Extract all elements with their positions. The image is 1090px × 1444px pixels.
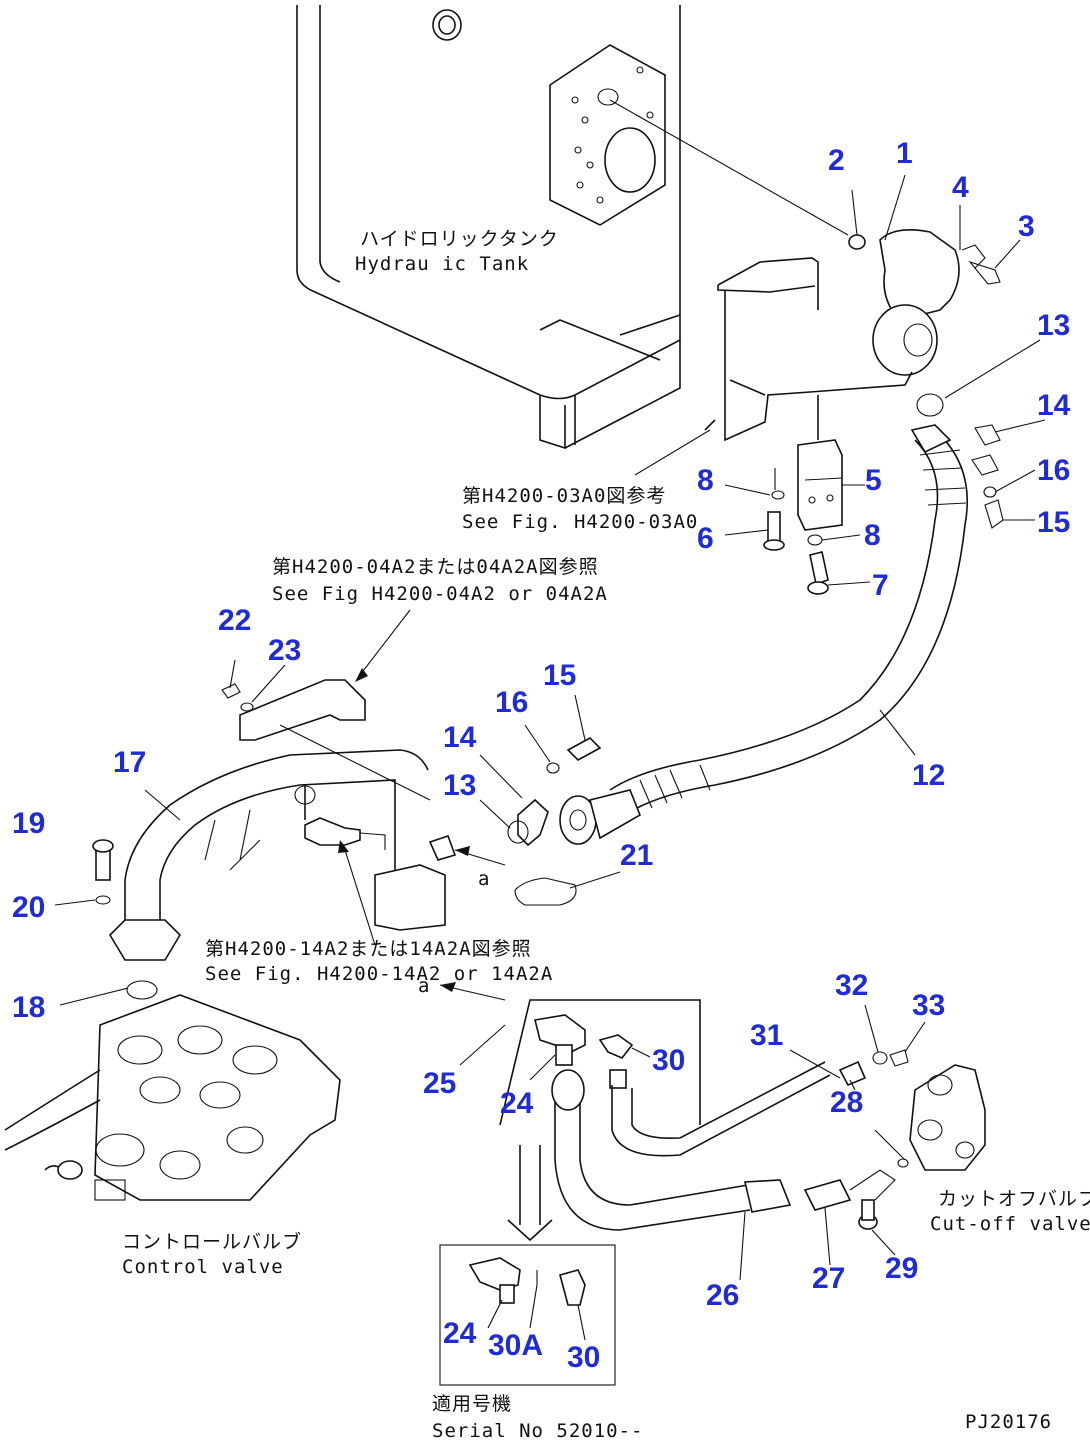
callout-8b: 8 bbox=[864, 519, 881, 552]
callout-20: 20 bbox=[12, 891, 45, 924]
callout-15b: 15 bbox=[543, 659, 576, 692]
ref-04a2-jp: 第H4200-04A2または04A2A図参照 bbox=[272, 556, 599, 578]
callout-7: 7 bbox=[872, 569, 889, 602]
callout-17: 17 bbox=[113, 746, 146, 779]
callout-25: 25 bbox=[423, 1067, 456, 1100]
suction-elbow bbox=[848, 229, 1001, 376]
callout-12: 12 bbox=[912, 759, 945, 792]
callout-13b: 13 bbox=[443, 769, 476, 802]
tank-label-en: Hydrau ic Tank bbox=[355, 253, 529, 275]
ref-04a2-en: See Fig H4200-04A2 or 04A2A bbox=[272, 583, 608, 605]
callout-1: 1 bbox=[896, 137, 913, 170]
callout-6: 6 bbox=[697, 522, 714, 555]
ref-03a0-en: See Fig. H4200-03A0 bbox=[462, 511, 698, 533]
callout-2: 2 bbox=[828, 144, 845, 177]
callout-30a-inset: 30A bbox=[488, 1329, 543, 1362]
callout-14a: 14 bbox=[1037, 389, 1071, 422]
callout-16a: 16 bbox=[1037, 454, 1070, 487]
callout-14b: 14 bbox=[443, 721, 477, 754]
marker-a-upper: a bbox=[478, 868, 490, 890]
callout-8a: 8 bbox=[697, 464, 714, 497]
callout-21: 21 bbox=[620, 839, 653, 872]
callout-5: 5 bbox=[865, 464, 882, 497]
callout-24b: 24 bbox=[443, 1317, 477, 1350]
callout-22: 22 bbox=[218, 604, 251, 637]
drawing-code: PJ20176 bbox=[965, 1411, 1052, 1433]
bracket bbox=[704, 257, 913, 531]
hydraulic-tank bbox=[296, 5, 681, 450]
callout-26: 26 bbox=[706, 1279, 739, 1312]
control-label-en: Control valve bbox=[122, 1256, 284, 1278]
serial-label-jp: 適用号機 bbox=[432, 1393, 512, 1415]
callout-19: 19 bbox=[12, 807, 45, 840]
ref-14a2-en: See Fig. H4200-14A2 or 14A2A bbox=[205, 963, 553, 985]
callout-4: 4 bbox=[952, 171, 969, 204]
inset-box bbox=[439, 1244, 616, 1386]
callout-33: 33 bbox=[912, 989, 945, 1022]
callout-24a: 24 bbox=[500, 1087, 534, 1120]
bolts bbox=[763, 468, 829, 595]
callout-16b: 16 bbox=[495, 686, 528, 719]
tank-label-jp: ハイドロリックタンク bbox=[360, 228, 559, 250]
suction-hose bbox=[559, 424, 968, 845]
callout-31: 31 bbox=[750, 1019, 783, 1052]
callout-30a: 30 bbox=[652, 1044, 685, 1077]
cutoff-label-jp: カットオフバルブ bbox=[938, 1187, 1090, 1210]
callout-32: 32 bbox=[835, 969, 868, 1002]
callout-23: 23 bbox=[268, 634, 301, 667]
callout-15a: 15 bbox=[1037, 506, 1070, 539]
callout-18: 18 bbox=[12, 991, 45, 1024]
callout-27: 27 bbox=[812, 1262, 845, 1295]
callout-29: 29 bbox=[885, 1252, 918, 1285]
serial-label-en: Serial No 52010-- bbox=[432, 1420, 643, 1442]
callout-3: 3 bbox=[1018, 210, 1035, 243]
ref-14a2-jp: 第H4200-14A2または14A2A図参照 bbox=[205, 938, 532, 960]
control-label-jp: コントロールバルブ bbox=[122, 1230, 302, 1253]
control-valve bbox=[4, 994, 341, 1201]
suction-pipe bbox=[108, 679, 446, 961]
callout-13a: 13 bbox=[1037, 309, 1070, 342]
ref-03a0-jp: 第H4200-03A0図参考 bbox=[462, 485, 666, 507]
callout-30b: 30 bbox=[567, 1341, 600, 1374]
callout-28: 28 bbox=[830, 1086, 863, 1119]
marker-a-lower: a bbox=[418, 975, 430, 997]
cutoff-label-en: Cut-off valve bbox=[930, 1213, 1090, 1235]
cut-off-valve bbox=[874, 1064, 986, 1171]
